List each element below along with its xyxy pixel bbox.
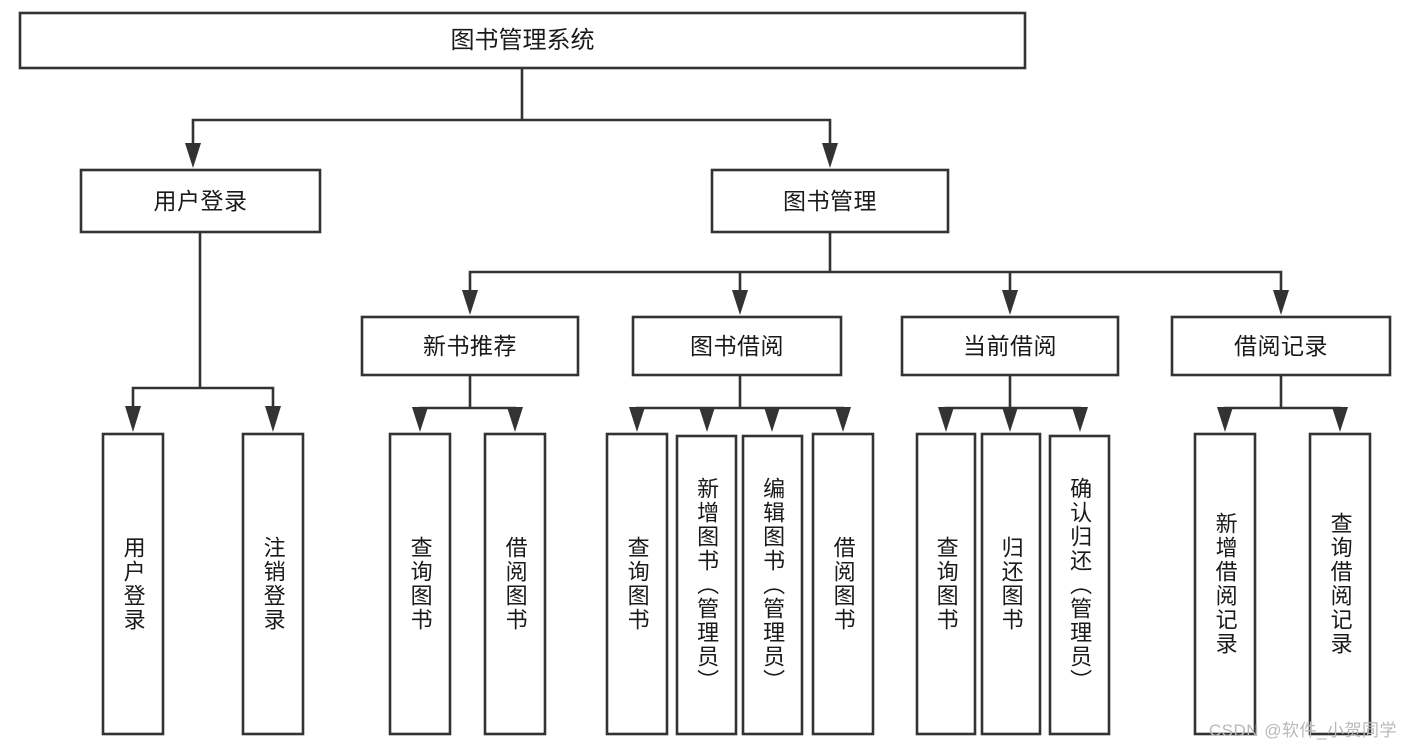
- node-borrow-record[interactable]: [1170, 315, 1392, 377]
- arrow-head-icon: [699, 407, 715, 432]
- connector-borrowrecord-to-leaves: [1217, 373, 1348, 432]
- node-leaf-add-book[interactable]: [675, 434, 738, 736]
- arrow-head-icon: [507, 407, 523, 432]
- arrow-head-icon: [185, 143, 201, 168]
- node-book-management[interactable]: [710, 168, 950, 234]
- node-leaf-borrow-book-1[interactable]: [483, 432, 547, 736]
- node-user-login[interactable]: [79, 168, 322, 234]
- arrow-head-icon: [125, 406, 141, 432]
- arrow-head-icon: [1217, 407, 1233, 432]
- node-leaf-add-record[interactable]: [1193, 432, 1257, 736]
- node-current-borrow[interactable]: [900, 315, 1120, 377]
- node-leaf-query-book-1[interactable]: [388, 432, 452, 736]
- arrow-head-icon: [462, 290, 478, 315]
- arrow-head-icon: [1072, 407, 1088, 432]
- arrow-head-icon: [764, 407, 780, 432]
- watermark: CSDN @软件_小贺同学: [1208, 721, 1397, 740]
- node-leaf-edit-book[interactable]: [741, 434, 804, 736]
- arrow-head-icon: [732, 290, 748, 315]
- node-root[interactable]: [18, 11, 1027, 70]
- node-new-book-recommend[interactable]: [360, 315, 580, 377]
- node-leaf-borrow-book-2[interactable]: [811, 432, 875, 736]
- connector-newbook-to-leaves: [412, 373, 523, 432]
- arrow-head-icon: [629, 407, 645, 432]
- connector-userlogin-to-leaves: [125, 230, 281, 432]
- arrow-head-icon: [835, 407, 851, 432]
- arrow-head-icon: [1002, 407, 1018, 432]
- arrow-head-icon: [1273, 290, 1289, 315]
- arrow-head-icon: [412, 407, 428, 432]
- node-book-borrow[interactable]: [631, 315, 843, 377]
- connector-bookmgmt-to-level3: [462, 230, 1289, 315]
- node-leaf-logout[interactable]: [241, 432, 305, 736]
- node-leaf-return-book[interactable]: [980, 432, 1042, 736]
- connector-currentborrow-to-leaves: [938, 373, 1088, 432]
- connector-bookborrow-to-leaves: [629, 373, 851, 432]
- node-leaf-query-book-3[interactable]: [915, 432, 977, 736]
- arrow-head-icon: [938, 407, 954, 432]
- node-leaf-user-login[interactable]: [101, 432, 165, 736]
- node-leaf-query-record[interactable]: [1308, 432, 1372, 736]
- arrow-head-icon: [265, 406, 281, 432]
- node-leaf-query-book-2[interactable]: [605, 432, 669, 736]
- arrow-head-icon: [1002, 290, 1018, 315]
- arrow-head-icon: [822, 143, 838, 168]
- arrow-head-icon: [1332, 407, 1348, 432]
- node-leaf-confirm-return[interactable]: [1048, 434, 1111, 736]
- connector-root-to-level2: [185, 66, 838, 168]
